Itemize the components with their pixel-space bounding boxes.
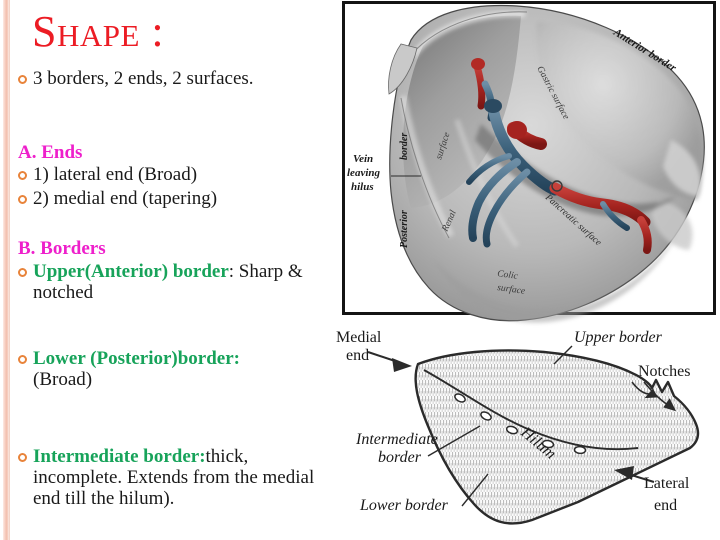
label-posterior-border-word: border	[399, 133, 410, 160]
gastric-surface-bulge	[536, 22, 703, 200]
hilum-aperture-2	[480, 411, 492, 421]
list-item-lower-border: Lower (Posterior)border:(Broad)	[18, 348, 258, 390]
artery-orifice	[507, 121, 527, 139]
label-colic-line2: surface	[497, 282, 526, 297]
hollow-rim-highlight	[410, 10, 526, 58]
list-item-label: 3 borders, 2 ends, 2 surfaces.	[33, 68, 254, 89]
leader-intermediate-border	[427, 425, 481, 457]
label-vein-leaving-hilus-line3: hilus	[351, 181, 374, 193]
term-lower-border: Lower (Posterior)border:	[33, 348, 240, 369]
label-medial-end-line2: end	[346, 347, 369, 364]
label-vein-leaving-hilus-line2: leaving	[347, 167, 380, 179]
leader-upper-border	[553, 345, 573, 365]
label-lateral-end-line2: end	[654, 497, 677, 514]
label-vein-leaving-hilus-line1: Vein	[353, 153, 373, 165]
detail-intermediate-border: thick, incomplete. Extends from the medi…	[33, 446, 315, 509]
hilum-curve-line	[423, 369, 639, 451]
section-heading-borders: B. Borders	[18, 238, 106, 259]
detail-upper-border: Sharp & notched	[33, 261, 303, 303]
spleen-schematic-svg: Medial end Upper border Notches Hilum In…	[336, 329, 700, 525]
anatomical-plate-image: Anterior border Gastric surface Vein lea…	[345, 4, 719, 334]
vein-tributary-2	[482, 168, 531, 248]
bullet-circle-icon	[18, 355, 27, 364]
bullet-circle-icon	[18, 195, 27, 204]
list-item-label: Intermediate border:thick, incomplete. E…	[33, 446, 326, 509]
label-lower-border: Lower border	[359, 497, 449, 514]
label-notches: Notches	[638, 363, 690, 380]
label-medial-end-line1: Medial	[336, 329, 382, 346]
list-item-label: Lower (Posterior)border:(Broad)	[33, 348, 258, 390]
label-colic-line1: Colic	[497, 269, 520, 282]
hilum-aperture-4	[541, 439, 555, 449]
posterior-border-line	[400, 97, 450, 239]
vein-orifice	[484, 99, 502, 113]
page-title: Shape :	[32, 7, 165, 56]
spleen-visceral-surface-illustration: Anterior border Gastric surface Vein lea…	[347, 4, 705, 323]
small-vessel-orifice	[471, 58, 485, 70]
spleen-schematic-outline	[414, 349, 700, 525]
concave-hollow	[403, 15, 521, 208]
arrow-medial-end	[367, 351, 412, 372]
label-intermediate-border-line1: Intermediate	[355, 431, 438, 448]
bullet-circle-icon	[18, 75, 27, 84]
hilum-aperture-3	[505, 425, 519, 435]
hilum-aperture	[551, 180, 563, 192]
vein-tributary-3	[466, 153, 512, 185]
list-item-label: Upper(Anterior) border: Sharp & notched	[33, 261, 324, 303]
artery-terminal-branch	[637, 216, 652, 254]
spleen-schematic-diagram: Medial end Upper border Notches Hilum In…	[332, 316, 720, 540]
term-upper-border: Upper(Anterior) border	[33, 261, 229, 282]
bullet-circle-icon	[18, 453, 27, 462]
list-item-upper-border: Upper(Anterior) border: Sharp & notched	[18, 261, 324, 303]
term-separator: :	[228, 261, 239, 282]
anterior-lobule-2	[651, 200, 693, 250]
hilum-aperture-1	[454, 393, 466, 403]
posterior-border-ridge	[399, 95, 455, 238]
label-intermediate-border-line2: border	[378, 449, 422, 466]
label-posterior: Posterior	[399, 210, 410, 248]
list-item-intermediate-border: Intermediate border:thick, incomplete. E…	[18, 446, 326, 509]
splenic-vessels	[466, 58, 652, 254]
leader-lower-border	[461, 473, 489, 507]
bullet-circle-icon	[18, 171, 27, 180]
artery-accompanying-vein	[600, 201, 630, 231]
list-item-medial-end: 2) medial end (tapering)	[18, 188, 318, 209]
bullet-circle-icon	[18, 268, 27, 277]
anatomical-plate-frame: Anterior border Gastric surface Vein lea…	[342, 1, 716, 323]
vein-tributary-1	[468, 158, 521, 242]
left-edge-stripe-decoration	[3, 0, 10, 540]
arrow-notches	[631, 381, 677, 412]
list-item-label: 2) medial end (tapering)	[33, 188, 218, 209]
label-upper-border: Upper border	[574, 329, 663, 346]
list-item-lateral-end: 1) lateral end (Broad)	[18, 164, 318, 185]
arrow-lateral-end	[614, 466, 655, 483]
list-item-intro: 3 borders, 2 ends, 2 surfaces.	[18, 68, 268, 89]
hilum-aperture-5	[573, 445, 587, 455]
splenic-vein-main	[487, 102, 561, 196]
label-lateral-end-line1: Lateral	[644, 475, 690, 492]
left-edge-stripe-line	[9, 0, 10, 540]
list-item-label: 1) lateral end (Broad)	[33, 164, 198, 185]
term-intermediate-border: Intermediate border:	[33, 446, 206, 467]
section-heading-ends: A. Ends	[18, 142, 83, 163]
anterior-lobule-1	[663, 140, 701, 196]
spleen-body	[388, 4, 705, 323]
text-content-column: Shape : 3 borders, 2 ends, 2 surfaces. A…	[14, 0, 332, 540]
superior-projection	[388, 43, 418, 95]
detail-lower-border: (Broad)	[33, 369, 93, 390]
